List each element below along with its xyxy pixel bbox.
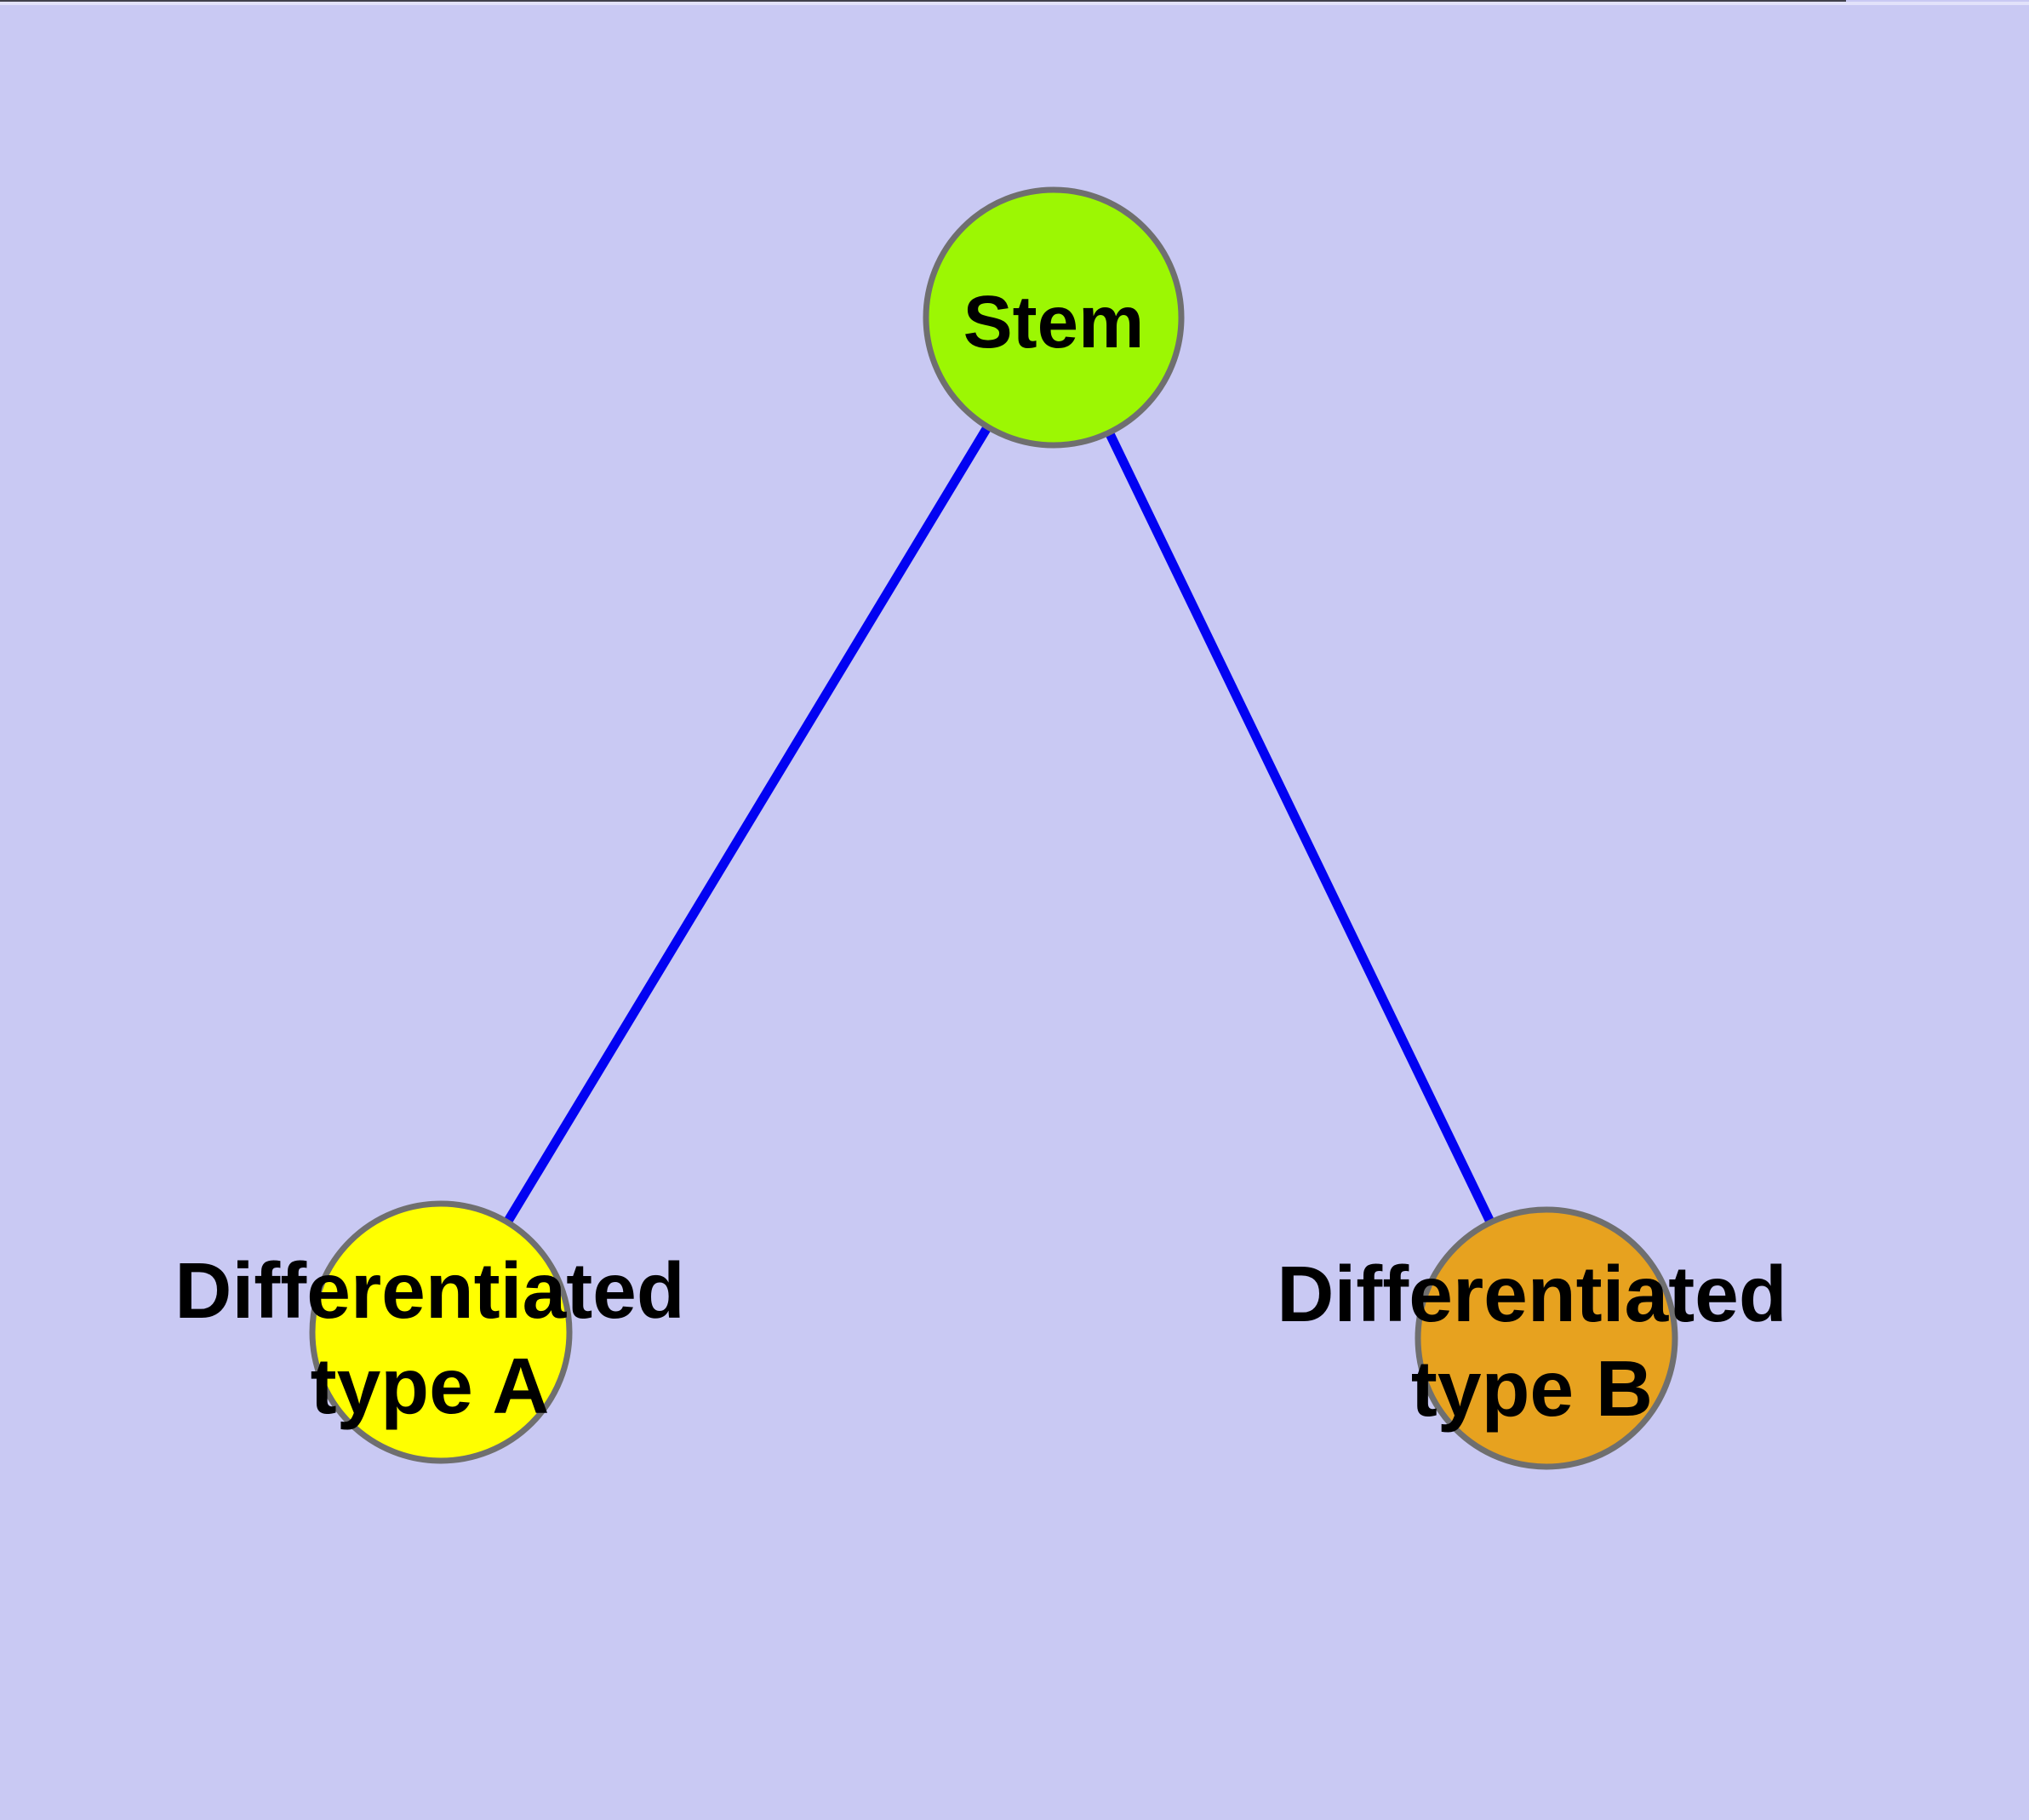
edge-stem-to-type-b bbox=[1049, 315, 1551, 1341]
type-a-label-line-1: Differentiated bbox=[174, 1246, 684, 1335]
type-b-label-line-1: Differentiated bbox=[1277, 1250, 1786, 1338]
window-top-border bbox=[0, 0, 1847, 2]
type-a-label-line-2: type A bbox=[311, 1342, 550, 1430]
differentiated-type-a-node-circle bbox=[309, 1200, 573, 1464]
stem-node-circle bbox=[923, 186, 1185, 449]
window-top-highlight bbox=[0, 2, 2029, 5]
type-b-label-line-2: type B bbox=[1411, 1344, 1653, 1433]
stem-node-label: Stem bbox=[963, 281, 1145, 363]
edge-stem-to-type-a bbox=[437, 315, 1058, 1335]
differentiated-type-b-node-circle bbox=[1415, 1206, 1678, 1470]
